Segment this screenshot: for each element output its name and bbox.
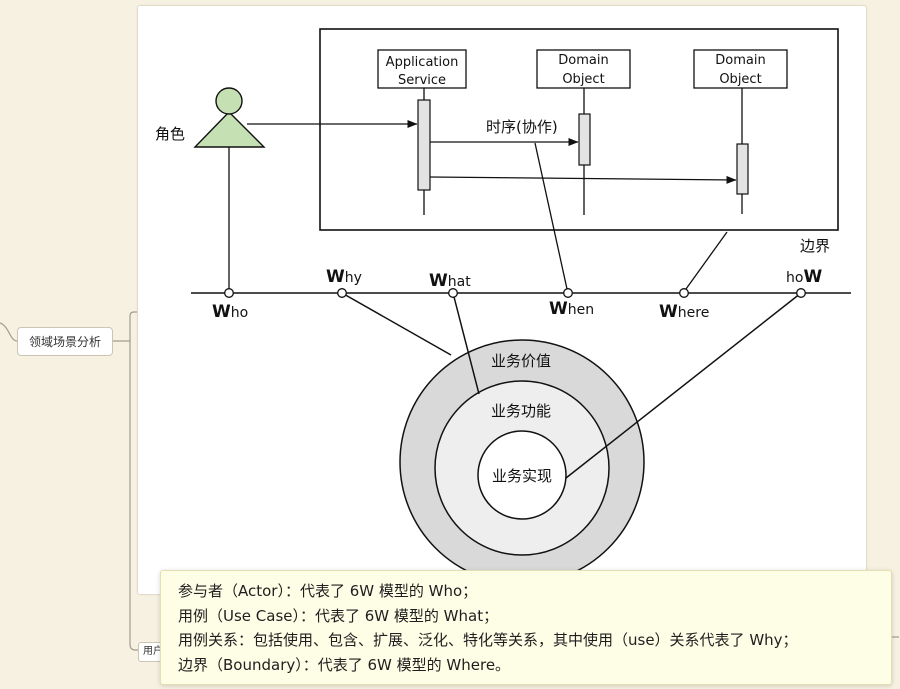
scenario-diagram: Application Service Domain Object Domain… <box>155 28 851 585</box>
lifeline-label-line-1: Domain <box>558 53 608 68</box>
topic-note-popup: 参与者（Actor）：代表了 6W 模型的 Who； 用例（Use Case）：… <box>160 570 892 685</box>
lifeline-label-line-1: Domain <box>715 53 765 68</box>
axis-label-letter: n <box>585 302 594 318</box>
axis-point-why <box>337 288 347 298</box>
axis-label-letter: r <box>695 305 701 321</box>
axis-label-where: Where <box>659 302 709 322</box>
actor <box>193 87 266 148</box>
axis-label-letter: h <box>448 274 457 290</box>
image-card[interactable]: Application Service Domain Object Domain… <box>137 5 867 595</box>
axis-label-letter: e <box>687 305 696 321</box>
connector-from-parent <box>0 322 18 342</box>
axis-point-where <box>679 288 689 298</box>
sequence-to-when-line <box>534 142 568 290</box>
axis-label-letter: o <box>795 270 804 286</box>
what-to-function-line <box>452 292 480 395</box>
system-boundary-rect <box>319 28 839 231</box>
axis-label-how: hoW <box>786 267 822 287</box>
axis-label-letter: t <box>465 274 471 290</box>
axis-label-when: When <box>549 299 594 319</box>
axis-label-bold-w: W <box>212 302 231 322</box>
note-line: 用例（Use Case）：代表了 6W 模型的 What； <box>178 606 499 625</box>
axis-label-bold-w: W <box>803 267 822 287</box>
axis-point-who <box>224 288 234 298</box>
lifeline-label-line-2: Object <box>562 72 604 87</box>
lifeline-application-service: Application Service <box>377 49 467 215</box>
note-line: 参与者（Actor）：代表了 6W 模型的 Who； <box>178 582 478 600</box>
axis-label-bold-w: W <box>429 271 448 291</box>
lifeline-domain-object-1: Domain Object <box>536 49 631 215</box>
axis-label-letter: h <box>678 305 687 321</box>
axis-label-letter: h <box>231 305 240 321</box>
actor-label: 角色 <box>155 125 185 143</box>
axis-label-what: What <box>429 271 471 291</box>
axis-label-bold-w: W <box>326 267 345 287</box>
axis-label-letter: o <box>240 305 249 321</box>
axis-label-who: Who <box>212 302 248 322</box>
axis-label-letter: a <box>457 274 466 290</box>
ring-label-business-function: 业务功能 <box>491 402 551 420</box>
note-line: 用例关系：包括使用、包含、扩展、泛化、特化等关系，其中使用（use）关系代表了 … <box>178 631 798 650</box>
topic-node-label: 领域场景分析 <box>28 335 101 349</box>
axis-label-letter: e <box>577 302 586 318</box>
actor-body <box>193 111 266 148</box>
lifeline-label-line-2: Service <box>398 73 446 88</box>
sequence-label: 时序(协作) <box>486 118 558 136</box>
lifeline-label-line-1: Application <box>386 55 459 70</box>
axis-label-letter: h <box>568 302 577 318</box>
lifeline-box <box>377 49 467 89</box>
axis-label-letter: h <box>786 270 795 286</box>
boundary-label: 边界 <box>800 237 830 255</box>
boundary-to-where-line <box>685 231 728 290</box>
activation-bar <box>417 99 431 191</box>
connector-children-bracket <box>129 311 138 651</box>
axis-label-letter: h <box>345 270 354 286</box>
ring-label-business-implementation: 业务实现 <box>492 467 552 485</box>
message-arrow-service-to-domain-object-2 <box>429 175 737 184</box>
axis-label-letter: y <box>354 270 362 286</box>
activation-bar <box>578 113 591 166</box>
axis-label-bold-w: W <box>659 302 678 322</box>
axis-point-when <box>563 288 573 298</box>
axis-label-why: Why <box>326 267 362 287</box>
topic-node-label: 用户 <box>143 646 163 657</box>
note-line: 边界（Boundary）：代表了 6W 模型的 Where。 <box>178 655 511 674</box>
lifeline-box <box>693 49 788 89</box>
lifeline-label-line-2: Object <box>719 72 761 87</box>
axis-point-what <box>448 288 458 298</box>
lifeline-domain-object-2: Domain Object <box>693 49 788 214</box>
ring-label-business-value: 业务价值 <box>491 352 551 370</box>
axis-label-bold-w: W <box>549 299 568 319</box>
how-to-implementation-line <box>565 292 802 479</box>
activation-bar <box>736 143 749 195</box>
axis-label-letter: e <box>701 305 710 321</box>
actor-head <box>215 87 243 115</box>
ring-business-implementation <box>477 430 567 520</box>
topic-node-domain-scenario-analysis[interactable]: 领域场景分析 <box>17 327 113 356</box>
why-to-value-line <box>341 292 452 356</box>
axis-point-how <box>796 288 806 298</box>
